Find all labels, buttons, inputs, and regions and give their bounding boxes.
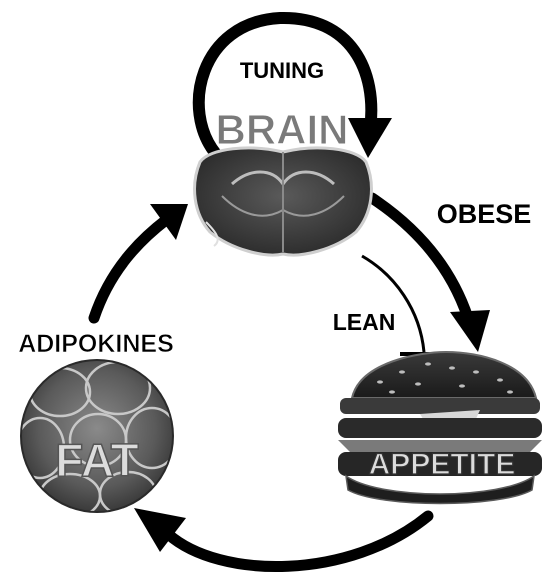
brain-label: BRAIN — [216, 106, 349, 153]
brain-image — [195, 148, 372, 255]
adipokines-label: ADIPOKINES — [18, 330, 174, 358]
adipokines-arrow — [94, 204, 188, 318]
fat-label: FAT — [55, 434, 138, 486]
appetite-to-fat-arrow — [134, 508, 428, 567]
lean-inhibition-line — [362, 256, 448, 354]
obese-label: OBESE — [437, 199, 532, 229]
appetite-label: APPETITE — [369, 448, 516, 481]
tuning-label: TUNING — [240, 58, 324, 83]
lean-label: LEAN — [333, 309, 396, 335]
